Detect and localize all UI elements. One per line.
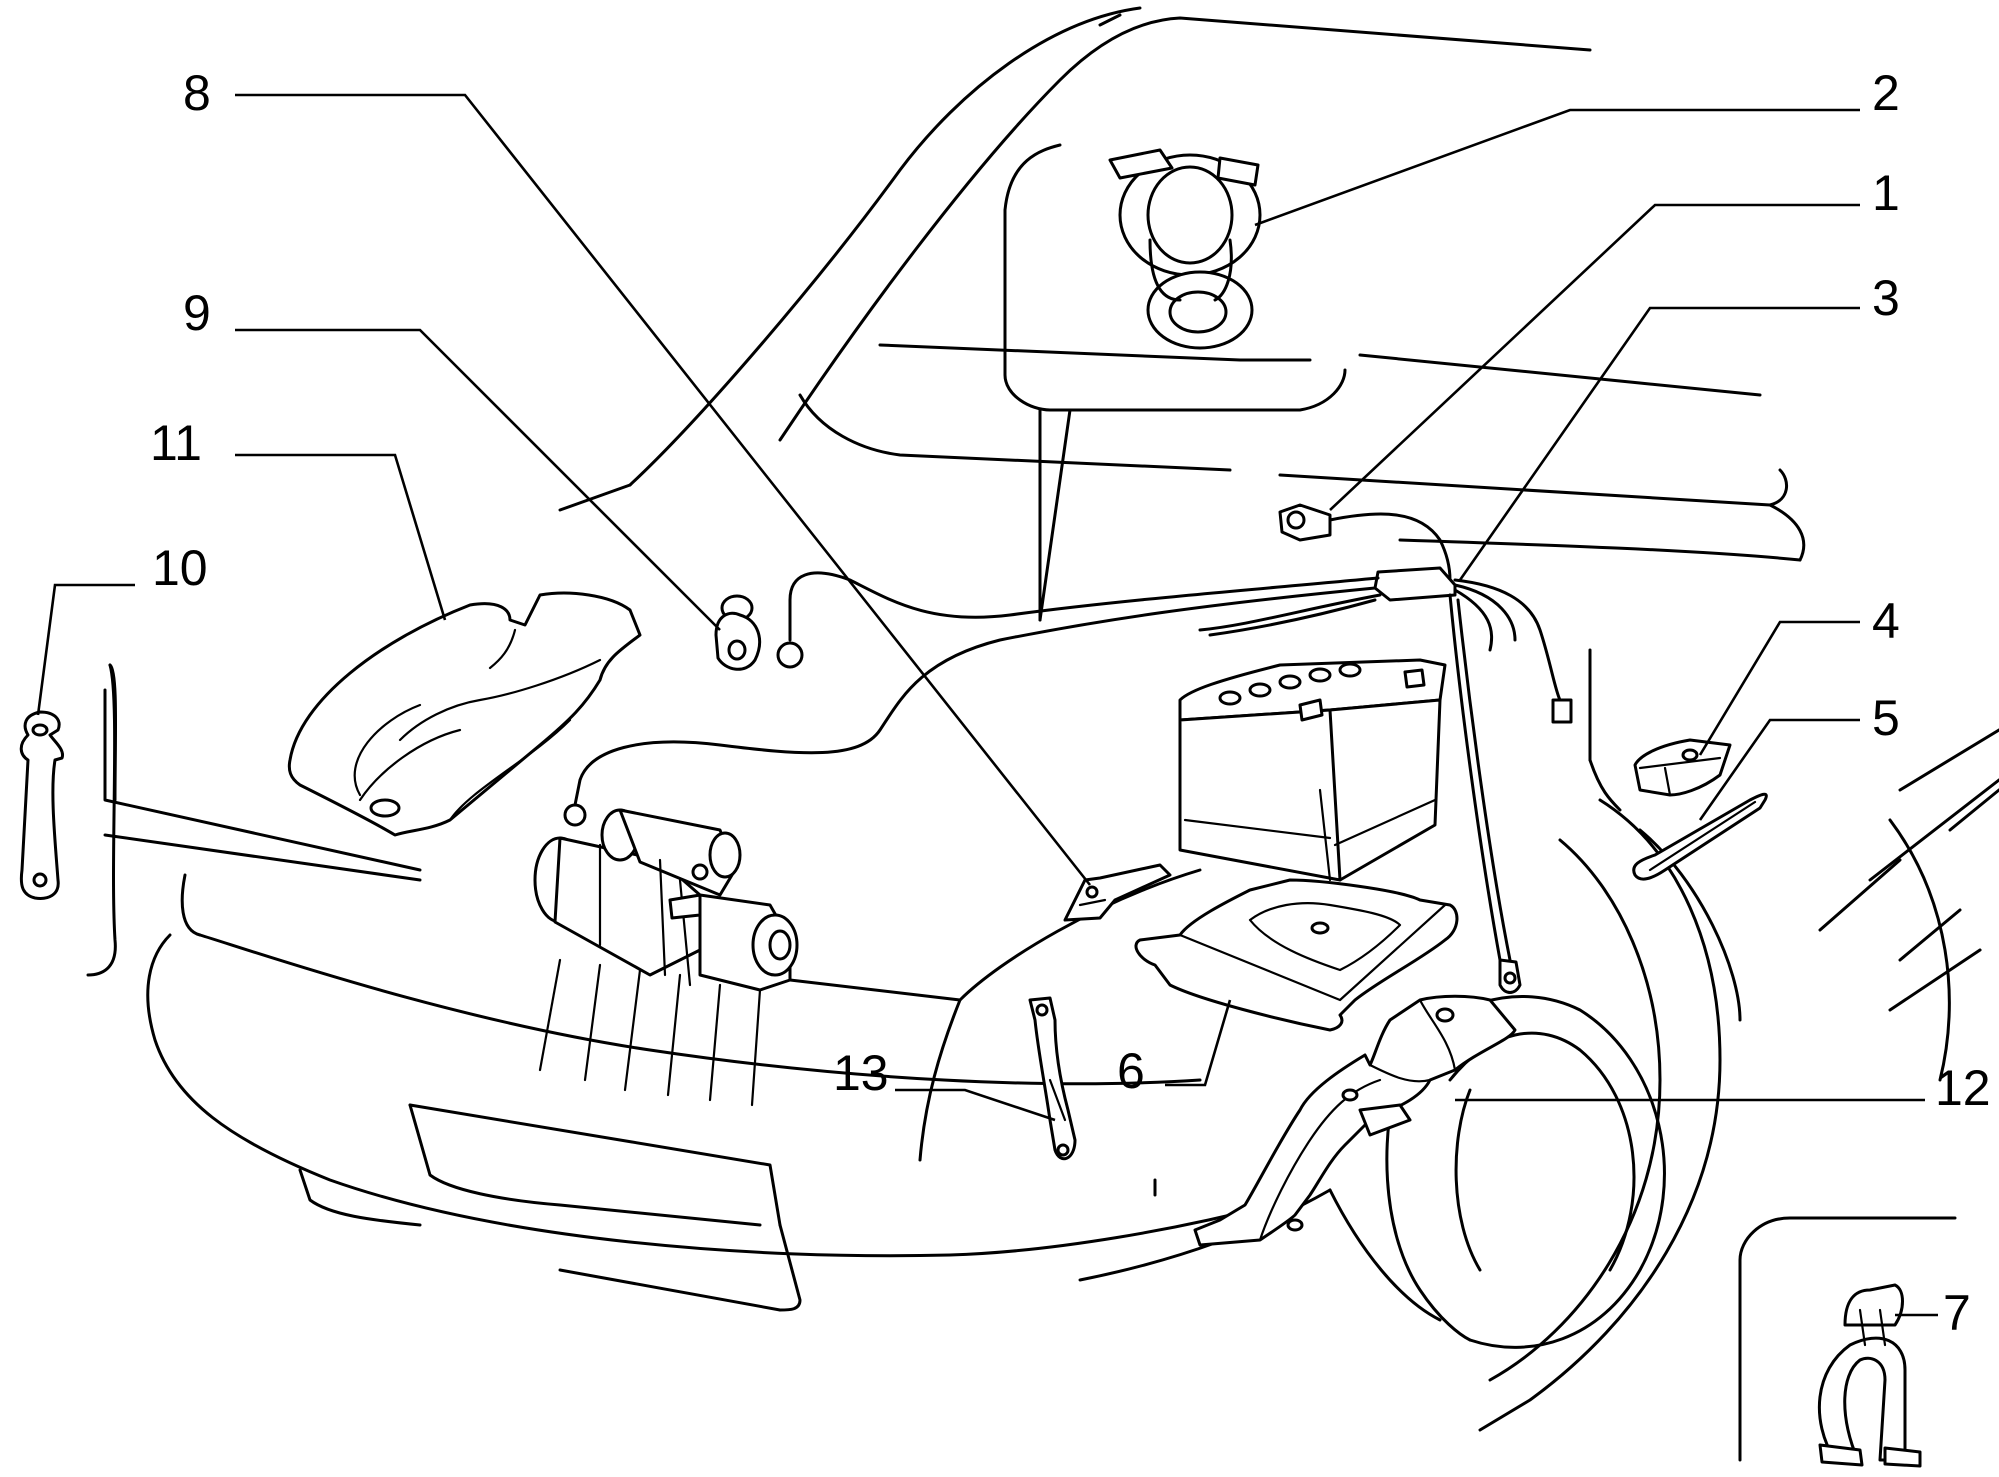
ground-strap-part-13	[1028, 996, 1077, 1161]
callout-12: 12	[1935, 1060, 1991, 1116]
battery-shield-part-11	[287, 591, 642, 837]
hold-down-clamp-part-4	[1633, 738, 1732, 797]
callout-10: 10	[152, 540, 208, 596]
callout-9: 9	[183, 285, 211, 341]
leader-lines	[36, 93, 1938, 1317]
callout-1: 1	[1872, 165, 1900, 221]
callout-5: 5	[1872, 690, 1900, 746]
callout-13: 13	[833, 1045, 889, 1101]
battery-guard-part-12	[1193, 994, 1517, 1247]
detail-frame-bracket-10	[108, 663, 118, 802]
callout-labels: 8 2 1 3 9 11 10 4 5 6 13 12 7	[150, 65, 1991, 1341]
tie-rod-part-5	[1632, 792, 1768, 881]
bracket-part-10	[19, 710, 65, 900]
battery-tray-part-6	[1134, 878, 1459, 1032]
cable-clip-part-2	[1108, 148, 1262, 350]
starter-motor	[533, 808, 799, 992]
callout-6: 6	[1117, 1043, 1145, 1099]
callout-7: 7	[1943, 1285, 1971, 1341]
grommet-part-9	[714, 594, 761, 671]
car-body-outline	[86, 6, 1999, 1432]
detail-frame-clip-7	[1738, 1216, 1957, 1462]
bracket-part-8	[1063, 863, 1172, 922]
callout-8: 8	[183, 65, 211, 121]
callout-11: 11	[150, 415, 202, 471]
detail-frame-clip	[1003, 143, 1347, 622]
wiring-harness-part-3	[563, 566, 1573, 994]
callout-4: 4	[1872, 593, 1900, 649]
clip-part-7	[1817, 1283, 1922, 1468]
callout-3: 3	[1872, 270, 1900, 326]
battery-cable-part-1	[1278, 503, 1452, 582]
callout-2: 2	[1872, 65, 1900, 121]
battery	[1178, 658, 1447, 882]
